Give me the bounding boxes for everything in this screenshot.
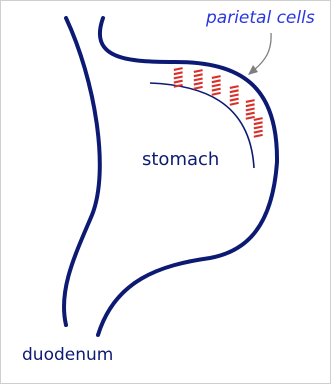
parietal-cells-label: parietal cells — [206, 8, 315, 28]
stomach-left-outline — [64, 18, 100, 325]
parietal-cell-mark — [194, 82, 203, 86]
parietal-cell-mark — [194, 73, 203, 77]
pointer-arrow-shaft — [254, 33, 271, 70]
parietal-cell-mark — [174, 71, 183, 75]
parietal-cell-mark — [212, 75, 221, 79]
parietal-cell-mark — [246, 112, 255, 116]
pointer-arrow-head — [248, 65, 258, 75]
parietal-cell-mark — [174, 67, 183, 71]
duodenum-label: duodenum — [22, 345, 113, 365]
parietal-cell-mark — [194, 77, 203, 81]
parietal-cell-mark — [230, 93, 239, 97]
parietal-cell-mark — [174, 80, 183, 84]
parietal-cell-mark — [254, 121, 263, 125]
parietal-cell-mark — [246, 116, 255, 120]
parietal-cell-mark — [212, 88, 221, 92]
stomach-label: stomach — [142, 149, 219, 170]
parietal-cell-mark — [254, 125, 263, 129]
parietal-cell-mark — [246, 99, 255, 103]
parietal-cell-mark — [254, 134, 263, 138]
parietal-cell-mark — [230, 89, 239, 93]
parietal-cell-mark — [246, 107, 255, 111]
parietal-cell-mark — [230, 98, 239, 102]
parietal-cell-mark — [194, 69, 203, 73]
parietal-cell-mark — [254, 117, 263, 121]
parietal-cell-mark — [212, 92, 221, 96]
parietal-cell-mark — [246, 103, 255, 107]
parietal-cell-mark — [194, 86, 203, 90]
parietal-cell-mark — [212, 83, 221, 87]
stomach-right-outline — [98, 18, 277, 335]
parietal-cell-mark — [230, 102, 239, 106]
parietal-cell-mark — [212, 79, 221, 83]
parietal-cell-mark — [254, 130, 263, 134]
parietal-cells-group — [174, 67, 263, 138]
parietal-cell-mark — [174, 75, 183, 79]
parietal-cell-mark — [230, 85, 239, 89]
